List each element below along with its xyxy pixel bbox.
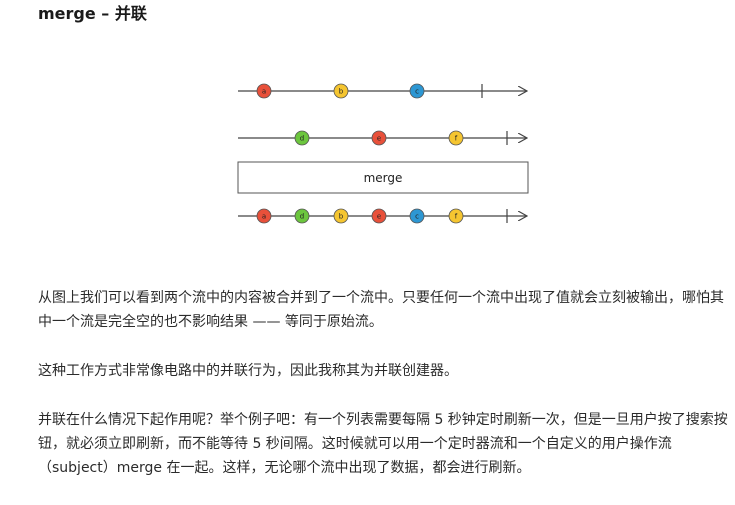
marble-b: b: [333, 83, 349, 99]
paragraph-use-case: 并联在什么情况下起作用呢？举个例子吧：有一个列表需要每隔 5 秒钟定时刷新一次，…: [38, 412, 728, 476]
svg-text:b: b: [339, 88, 344, 96]
paragraph-merge-explanation: 从图上我们可以看到两个流中的内容被合并到了一个流中。只要任何一个流中出现了值就会…: [38, 290, 724, 330]
page-heading: merge – 并联: [38, 4, 147, 23]
svg-text:e: e: [377, 213, 381, 221]
paragraph-circuit-analogy: 这种工作方式非常像电路中的并联行为，因此我称其为并联创建器。: [38, 363, 458, 379]
marble-c: c: [409, 83, 425, 99]
marble-a: a: [256, 208, 272, 224]
svg-text:f: f: [455, 135, 458, 143]
merge-operator-label: merge: [364, 171, 403, 185]
svg-text:e: e: [377, 135, 381, 143]
marble-b: b: [333, 208, 349, 224]
svg-text:a: a: [262, 88, 266, 96]
output-stream: a d b e c f: [238, 208, 527, 224]
marble-f: f: [448, 208, 464, 224]
marble-e: e: [371, 208, 387, 224]
marble-a: a: [256, 83, 272, 99]
stream-1: a b c: [238, 83, 527, 99]
svg-text:b: b: [339, 213, 344, 221]
merge-marble-diagram: a b c d e f merge: [237, 83, 529, 224]
svg-text:d: d: [300, 135, 304, 143]
marble-c: c: [409, 208, 425, 224]
stream-2: d e f: [238, 130, 527, 146]
marble-d: d: [294, 130, 310, 146]
marble-e: e: [371, 130, 387, 146]
svg-text:c: c: [415, 213, 419, 221]
svg-text:c: c: [415, 88, 419, 96]
svg-text:f: f: [455, 213, 458, 221]
svg-text:a: a: [262, 213, 266, 221]
merge-operator-box: merge: [237, 161, 529, 194]
svg-text:d: d: [300, 213, 304, 221]
marble-f: f: [448, 130, 464, 146]
marble-d: d: [294, 208, 310, 224]
